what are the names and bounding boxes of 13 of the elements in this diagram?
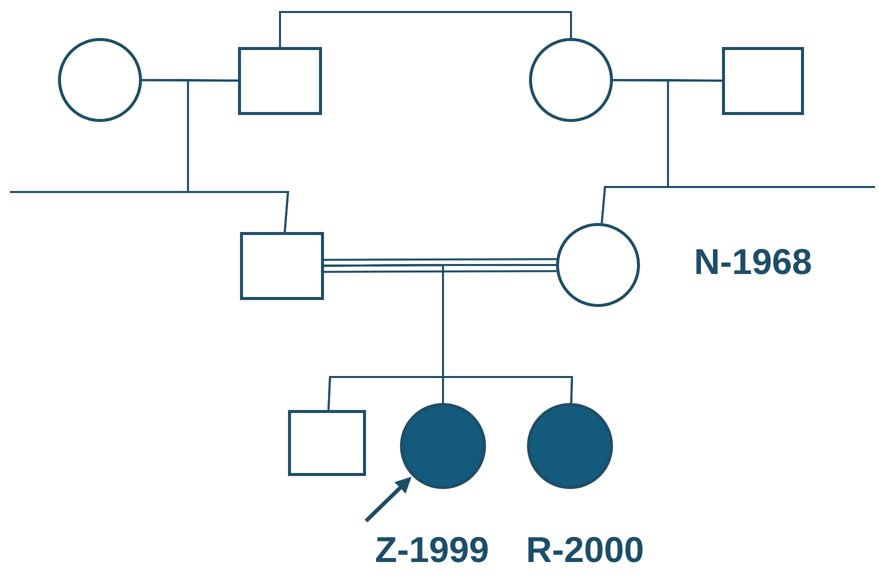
pedigree-line xyxy=(600,79,669,224)
birth-label: Z-1999 xyxy=(375,532,490,568)
pedigree-line xyxy=(613,79,722,82)
pedigree-line xyxy=(142,79,238,82)
male-square xyxy=(722,47,804,115)
pedigree-line xyxy=(323,258,558,273)
birth-label: N-1968 xyxy=(694,244,812,280)
birth-label: R-2000 xyxy=(526,532,644,568)
male-square xyxy=(240,232,324,300)
proband-arrow xyxy=(364,476,412,522)
male-square xyxy=(238,47,322,115)
pedigree-line xyxy=(279,11,572,47)
male-square xyxy=(288,410,366,476)
